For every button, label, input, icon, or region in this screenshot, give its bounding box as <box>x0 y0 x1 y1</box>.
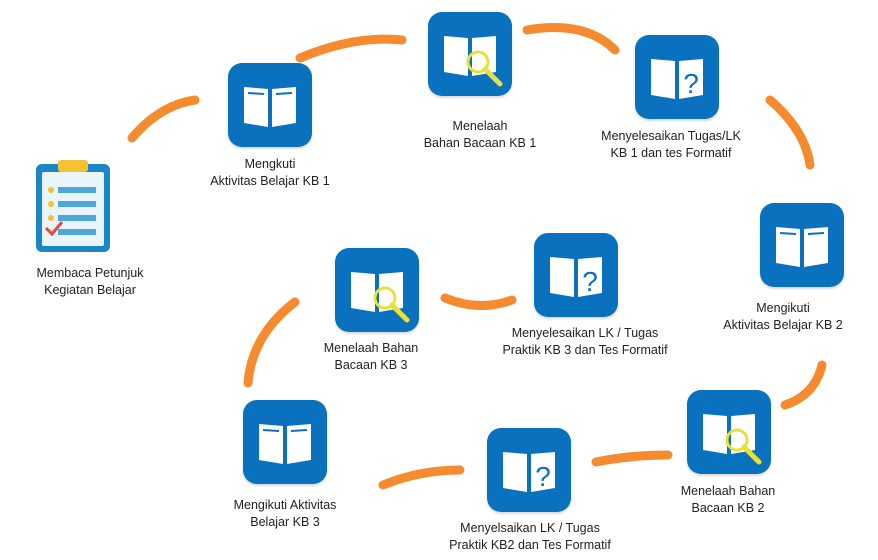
step-kb2-task-label: Menyelsaikan LK / Tugas Praktik KB2 dan … <box>449 521 611 552</box>
step-kb1-read-label: Menelaah Bahan Bacaan KB 1 <box>423 119 537 150</box>
book-question-icon: ? <box>534 233 618 317</box>
book-question-icon: ? <box>635 35 719 119</box>
step-kb2-activity-label: Mengikuti Aktivitas Belajar KB 2 <box>723 301 843 332</box>
book-magnifier-icon <box>687 390 771 474</box>
arrow-kb2-activity-to-kb2-read <box>780 360 827 410</box>
step-kb3-activity-label: Mengikuti Aktivitas Belajar KB 3 <box>233 498 337 529</box>
arrow-kb3-read-to-kb3-task <box>440 293 517 311</box>
arrow-kb1-read-to-kb1-task <box>522 23 620 55</box>
arrow-kb2-task-to-kb3-activity <box>378 465 465 490</box>
arrow-kb1-task-to-kb2-activity <box>765 95 815 170</box>
step-kb1-activity-label: Mengkuti Aktivitas Belajar KB 1 <box>210 157 330 188</box>
book-question-icon: ? <box>487 428 571 512</box>
svg-text:?: ? <box>582 266 598 297</box>
book-icon <box>760 203 844 287</box>
step-kb1-task-label: Menyelesaikan Tugas/LK KB 1 dan tes Form… <box>601 129 741 160</box>
book-magnifier-icon <box>428 12 512 96</box>
svg-text:?: ? <box>535 461 551 492</box>
svg-text:?: ? <box>683 68 699 99</box>
clipboard-checklist-icon <box>36 160 110 252</box>
arrow-kb1-activity-to-kb1-read <box>295 34 407 63</box>
book-icon <box>243 400 327 484</box>
step-kb2-read-label: Menelaah Bahan Bacaan KB 2 <box>680 484 776 515</box>
book-magnifier-icon <box>335 248 419 332</box>
arrow-kb2-read-to-kb2-task <box>591 450 673 467</box>
step-start-label: Membaca Petunjuk Kegiatan Belajar <box>36 266 144 297</box>
step-kb3-task-label: Menyelesaikan LK / Tugas Praktik KB 3 da… <box>502 326 668 357</box>
book-icon <box>228 63 312 147</box>
arrow-start-to-kb1-activity <box>127 95 200 143</box>
step-kb3-read-label: Menelaah Bahan Bacaan KB 3 <box>323 341 419 372</box>
arrow-kb3-activity-to-kb3-read <box>243 297 300 388</box>
